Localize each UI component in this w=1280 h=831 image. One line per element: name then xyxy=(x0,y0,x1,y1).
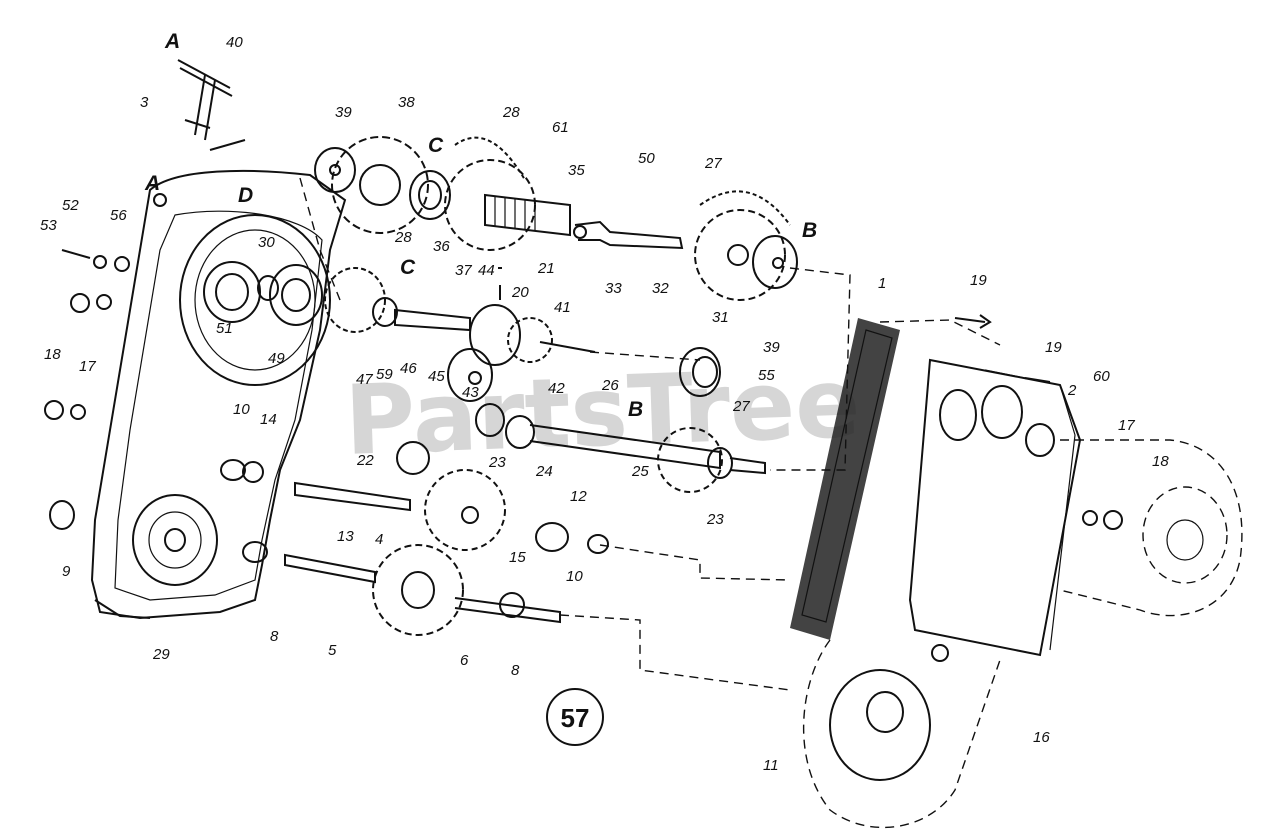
callout-12: 12 xyxy=(570,488,587,505)
sprocket-31 xyxy=(694,190,798,301)
callout-15: 15 xyxy=(509,549,526,566)
callout-33: 33 xyxy=(605,280,622,297)
callout-9: 9 xyxy=(62,563,71,580)
gear-37-shaft-35 xyxy=(444,136,571,251)
callout-10: 10 xyxy=(233,401,250,418)
marker-a: A xyxy=(164,30,180,53)
bearing-55 xyxy=(679,347,721,397)
shaft-5-gear-6 xyxy=(242,522,609,636)
figure-number: 57 xyxy=(561,703,590,733)
callout-8: 8 xyxy=(511,662,520,679)
callout-31: 31 xyxy=(712,309,729,326)
callout-2: 2 xyxy=(1067,382,1077,399)
callout-59: 59 xyxy=(376,366,393,383)
right-cover xyxy=(908,358,1123,662)
part-40-lever xyxy=(177,59,246,151)
callout-35: 35 xyxy=(568,162,585,179)
callout-10: 10 xyxy=(566,568,583,585)
marker-c: C xyxy=(400,256,416,279)
callout-61: 61 xyxy=(552,119,569,136)
callout-20: 20 xyxy=(511,284,529,301)
marker-b: B xyxy=(628,398,643,421)
chain-1 xyxy=(790,318,900,640)
callout-55: 55 xyxy=(758,367,775,384)
callout-23: 23 xyxy=(706,511,724,528)
callout-18: 18 xyxy=(1152,453,1169,470)
callout-29: 29 xyxy=(152,646,170,663)
callout-17: 17 xyxy=(1118,417,1135,434)
callout-28: 28 xyxy=(394,229,412,246)
callout-53: 53 xyxy=(40,217,57,234)
callout-28: 28 xyxy=(502,104,520,121)
chain-case-11 xyxy=(803,319,1243,829)
callout-46: 46 xyxy=(400,360,417,377)
callout-25: 25 xyxy=(631,463,649,480)
callout-56: 56 xyxy=(110,207,127,224)
callout-5: 5 xyxy=(328,642,337,659)
callout-4: 4 xyxy=(375,531,383,548)
bearing-stack xyxy=(203,261,323,326)
callout-42: 42 xyxy=(548,380,565,397)
callout-8: 8 xyxy=(270,628,279,645)
callout-30: 30 xyxy=(258,234,275,251)
callout-37: 37 xyxy=(455,262,472,279)
callout-3: 3 xyxy=(140,94,149,111)
marker-b: B xyxy=(802,219,817,242)
center-gear-cluster xyxy=(324,267,596,402)
shaft-13-gear-15 xyxy=(220,441,506,551)
callout-45: 45 xyxy=(428,368,445,385)
callout-60: 60 xyxy=(1093,368,1110,385)
callout-11: 11 xyxy=(763,757,779,774)
callout-38: 38 xyxy=(398,94,415,111)
callout-50: 50 xyxy=(638,150,655,167)
callout-17: 17 xyxy=(79,358,96,375)
shaft-26 xyxy=(475,403,766,493)
callout-6: 6 xyxy=(460,652,469,669)
letter-markers: A A C C B B D xyxy=(144,30,817,421)
sprocket-38 xyxy=(314,136,451,234)
callout-36: 36 xyxy=(433,238,450,255)
callout-52: 52 xyxy=(62,197,79,214)
callout-22: 22 xyxy=(356,452,374,469)
callout-1: 1 xyxy=(878,275,886,292)
watermark: PartsTree xyxy=(343,347,862,477)
marker-a: A xyxy=(144,172,160,195)
callout-19: 19 xyxy=(970,272,987,289)
left-fasteners xyxy=(44,249,130,530)
callout-49: 49 xyxy=(268,350,285,367)
left-housing xyxy=(90,169,347,620)
callout-16: 16 xyxy=(1033,729,1050,746)
callout-19: 19 xyxy=(1045,339,1062,356)
callout-41: 41 xyxy=(554,299,571,316)
callout-14: 14 xyxy=(260,411,277,428)
callout-26: 26 xyxy=(601,377,619,394)
marker-d: D xyxy=(238,184,253,207)
callout-27: 27 xyxy=(704,155,722,172)
callout-23: 23 xyxy=(488,454,506,471)
callout-44: 44 xyxy=(478,262,495,279)
callout-32: 32 xyxy=(652,280,669,297)
marker-c: C xyxy=(428,134,444,157)
callout-40: 40 xyxy=(226,34,243,51)
callout-13: 13 xyxy=(337,528,354,545)
shaft-32 xyxy=(573,220,684,250)
callout-24: 24 xyxy=(535,463,553,480)
assembly-guides xyxy=(299,177,851,691)
callout-47: 47 xyxy=(356,371,373,388)
callout-39: 39 xyxy=(335,104,352,121)
callout-43: 43 xyxy=(462,384,479,401)
bolt-19 xyxy=(954,314,1051,383)
callout-39: 39 xyxy=(763,339,780,356)
callout-18: 18 xyxy=(44,346,61,363)
callout-51: 51 xyxy=(216,320,233,337)
figure-number-circle xyxy=(546,688,604,746)
callout-27: 27 xyxy=(732,398,750,415)
callout-21: 21 xyxy=(537,260,555,277)
